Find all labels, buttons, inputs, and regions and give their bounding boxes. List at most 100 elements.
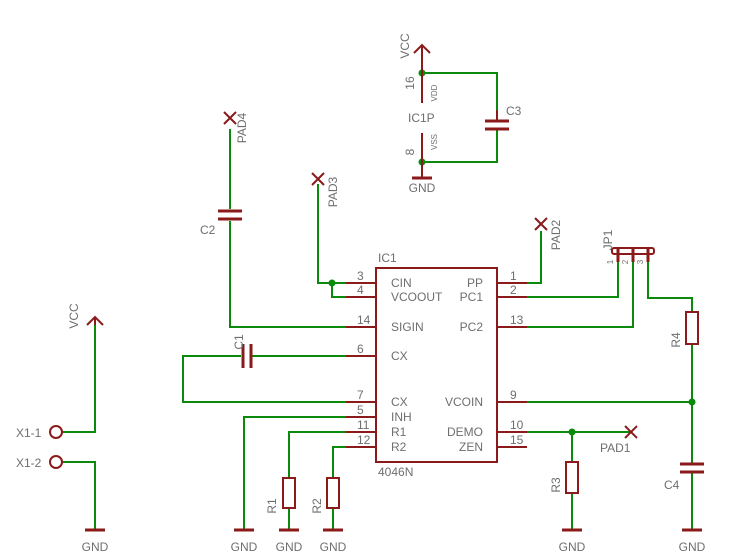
ic1-left-pin-label: R2 [391,440,407,454]
wire-cin-vcoout [331,282,377,298]
wire-x1-2-gnd [62,461,96,531]
wire-x1-1-vcc [62,324,96,433]
pad1: PAD1 [600,425,638,455]
junction-demo [568,428,576,436]
pad2-label: PAD2 [549,219,563,250]
ic1-left-pin-number: 7 [357,388,364,402]
vcc-label-top: VCC [398,33,412,59]
ic1-right-pin-label: ZEN [459,440,483,454]
ic1-left-pin-label: CX [391,395,408,409]
x1-1-terminal [49,425,63,439]
ic1-left-pin-number: 14 [357,313,371,327]
c2-label: C2 [200,223,216,237]
ic1-name: IC1 [378,251,397,265]
c4-label: C4 [664,478,680,492]
vcc-symbol-left: VCC [67,303,104,329]
wire-pc1-jp1 [496,261,619,298]
gnd-label-inh: GND [231,540,258,554]
ic1-left-pin-number: 3 [357,269,364,283]
resistor-r1: R1 [265,477,296,514]
vdd-pin-number: 16 [403,76,417,90]
r1-label: R1 [265,498,279,514]
vdd-pin-label: VDD [430,84,439,101]
capacitor-c1: C1 [232,334,253,368]
vcc-label-left: VCC [67,303,81,329]
gnd-symbol-inh: GND [231,528,258,554]
pad2: PAD2 [534,217,563,250]
wire-c1-cx7 [182,355,377,403]
ic1-right-pin-label: PC1 [460,290,484,304]
jp1-pin-1: 1 [606,259,615,264]
ic1-left-pin-label: SIGIN [391,320,424,334]
ic1p-name: IC1P [408,111,435,125]
ic1-right-pin-label: PC2 [460,320,484,334]
gnd-symbol-r2: GND [320,528,347,554]
wire-c3-vss [421,129,498,163]
ic1-left-pin-label: VCOOUT [391,290,443,304]
pad3: PAD3 [311,172,340,207]
r4-label: R4 [669,332,683,348]
wire-pc2-jp1 [496,261,634,328]
ic1-right-pin-label: PP [467,276,483,290]
pad4: PAD4 [223,111,249,143]
gnd-symbols: GND GND GND GND GND GND GND [82,176,706,554]
ic1-chip: IC1 4046N [375,251,498,479]
jumper-jp1: JP1 1 2 3 [601,229,655,264]
resistor-r4: R4 [669,311,699,348]
ic1-right-pin-label: DEMO [447,425,483,439]
gnd-label-x1: GND [82,540,109,554]
connector-x1: X1-1 X1-2 [16,425,63,470]
gnd-label-r3: GND [559,540,586,554]
c3-label: C3 [506,104,522,118]
x1-2-label: X1-2 [16,456,42,470]
vcc-symbol-top: VCC [398,33,431,73]
ic1-left-pin-label: CIN [391,276,412,290]
wire-jp1-r4 [647,261,693,313]
ic1-right-pin-number: 13 [510,313,524,327]
resistor-r2: R2 [310,477,340,514]
capacitor-c4: C4 [664,462,704,492]
ic1-right-pin-number: 2 [510,283,517,297]
gnd-symbol-c4: GND [679,528,706,554]
jp1-pin-3: 3 [636,259,645,264]
vss-pin-label: VSS [430,134,439,150]
junction-cin [328,279,336,287]
vss-pin-number: 8 [403,148,417,155]
wire-vdd-c3 [421,72,498,111]
wire-pp-pad2 [496,231,542,284]
ic1-left-pin-label: CX [391,349,408,363]
ic1-right-pin-number: 10 [510,418,524,432]
ic1-left-pin-number: 12 [357,433,371,447]
capacitor-c3: C3 [485,104,522,131]
gnd-label-r2: GND [320,540,347,554]
ic1-left-pin-number: 6 [357,342,364,356]
ic1-right-pin-number: 9 [510,388,517,402]
wire-inh-gnd [243,416,377,531]
x1-1-label: X1-1 [16,426,42,440]
gnd-symbol-ic1p: GND [409,176,436,195]
ic1-left-pin-number: 5 [357,403,364,417]
ic1-left-pin-number: 11 [357,418,370,432]
gnd-symbol-r3: GND [559,528,586,554]
c1-label: C1 [232,334,246,350]
ic1-left-pin-label: R1 [391,425,407,439]
r2-label: R2 [310,498,324,514]
gnd-label-c4: GND [679,540,706,554]
pad4-label: PAD4 [235,112,249,143]
pad1-label: PAD1 [600,441,631,455]
resistor-r3: R3 [549,461,579,494]
ic1-left-pin-label: INH [391,410,412,424]
gnd-symbol-r1: GND [276,528,303,554]
ic1-right-pin-number: 15 [510,433,524,447]
junction-vcoin [688,398,696,406]
gnd-symbol-x1: GND [82,528,109,554]
wire-r2pin-r2 [332,446,377,479]
gnd-label-r1: GND [276,540,303,554]
wire-c2-sigin [229,221,377,328]
ic1-value: 4046N [378,465,413,479]
x1-2-terminal [49,455,63,469]
gnd-label-ic1p: GND [409,181,436,195]
capacitor-c2: C2 [200,209,242,237]
